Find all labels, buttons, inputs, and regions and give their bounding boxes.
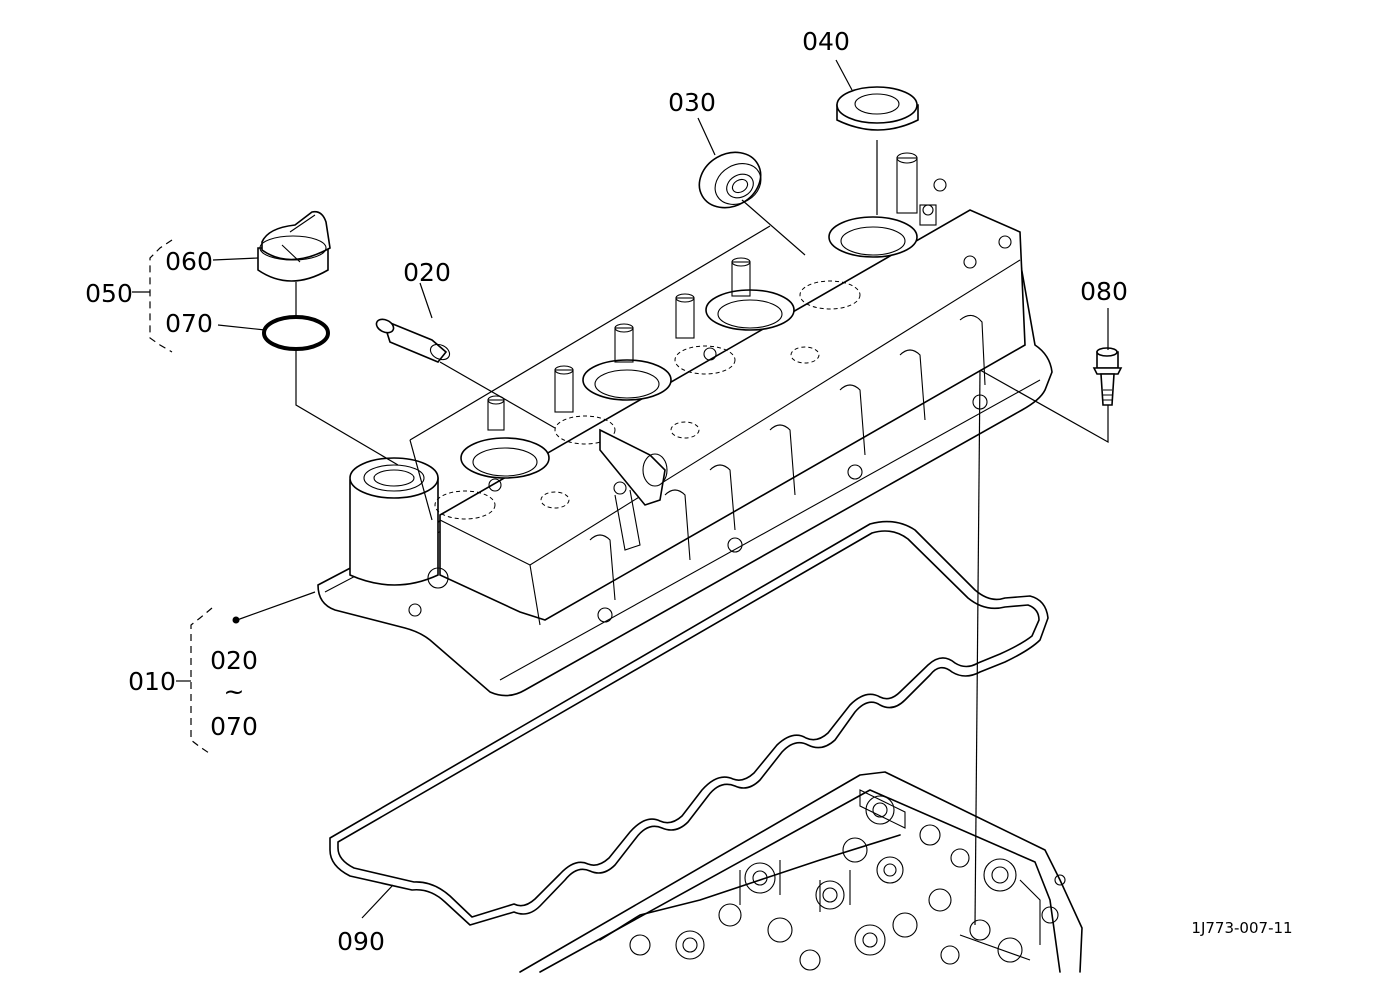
label-050: 050 [85,279,133,308]
filler-cap-060 [257,210,331,282]
bracket-010 [176,607,213,756]
gasket-090 [329,520,1049,926]
label-group-010-from: 020 [210,646,258,675]
label-020: 020 [403,258,451,287]
drawing-code: 1J773-007-11 [1191,919,1292,937]
group-010-dot [232,616,240,624]
cylinder-head-cover-010 [317,152,1053,697]
label-group-010-to: 070 [210,712,258,741]
bracket-050 [132,239,173,353]
label-080: 080 [1080,277,1128,306]
label-040: 040 [802,27,850,56]
pipe-020 [375,318,451,363]
label-060: 060 [165,247,213,276]
leader-lines [212,59,1109,926]
label-group-010-sep: ~ [224,677,245,706]
bolt-080 [1092,347,1123,406]
plug-040 [836,86,919,131]
label-090: 090 [337,927,385,956]
cylinder-head [519,771,1083,973]
oil-seal-030 [698,151,762,209]
label-030: 030 [668,88,716,117]
label-010: 010 [128,667,176,696]
label-070: 070 [165,309,213,338]
o-ring-070 [262,315,330,351]
